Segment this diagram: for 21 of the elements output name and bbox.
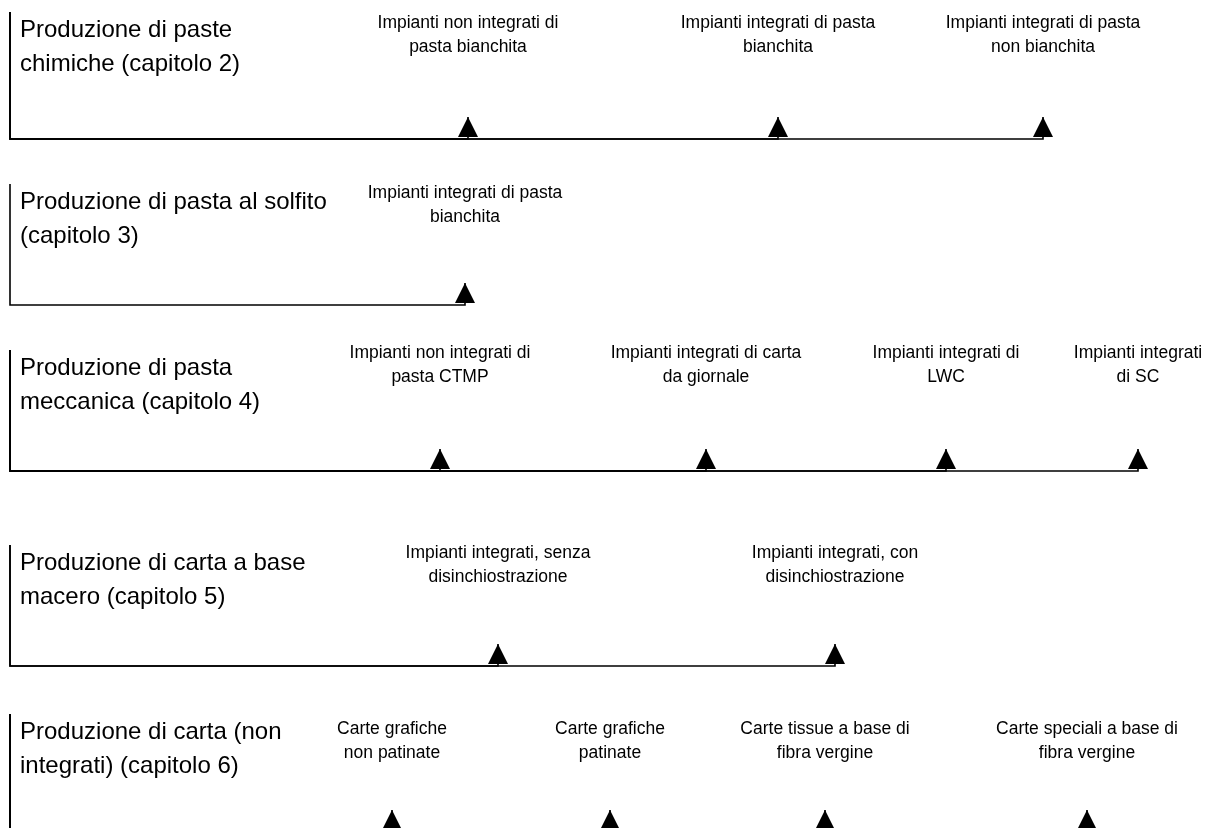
arrow (9, 349, 1148, 472)
arrow (9, 544, 845, 667)
plant-type-label: Impianti integrati di pasta bianchita (678, 10, 878, 117)
category-heading: Produzione di paste chimiche (capitolo 2) (10, 12, 330, 80)
category-heading: Produzione di pasta al solfito (capitolo 3) (10, 184, 330, 252)
plant-type-label: Impianti integrati, senza disinchiostrazione (388, 540, 608, 644)
plant-type-label: Impianti integrati di LWC (866, 340, 1026, 449)
arrow (9, 11, 1053, 140)
category-heading: Produzione di carta a base macero (capitolo 5) (10, 545, 330, 613)
plant-type-label: Impianti integrati, con disinchiostrazione (730, 540, 940, 644)
plant-type-label: Impianti integrati di SC (1073, 340, 1203, 449)
plant-type-label: Impianti integrati di pasta non bianchita (943, 10, 1143, 117)
plant-type-label: Carte speciali a base di fibra vergine (992, 716, 1182, 810)
category-heading: Produzione di pasta meccanica (capitolo 4) (10, 350, 330, 418)
plant-type-label: Impianti integrati di carta da giornale (606, 340, 806, 449)
plant-type-label: Impianti non integrati di pasta CTMP (345, 340, 535, 449)
plant-type-label: Impianti non integrati di pasta bianchita (355, 10, 581, 117)
plant-type-label: Carte grafiche patinate (540, 716, 680, 810)
arrow (9, 183, 475, 306)
plant-type-label: Carte tissue a base di fibra vergine (735, 716, 915, 810)
plant-type-label: Impianti integrati di pasta bianchita (365, 180, 565, 283)
